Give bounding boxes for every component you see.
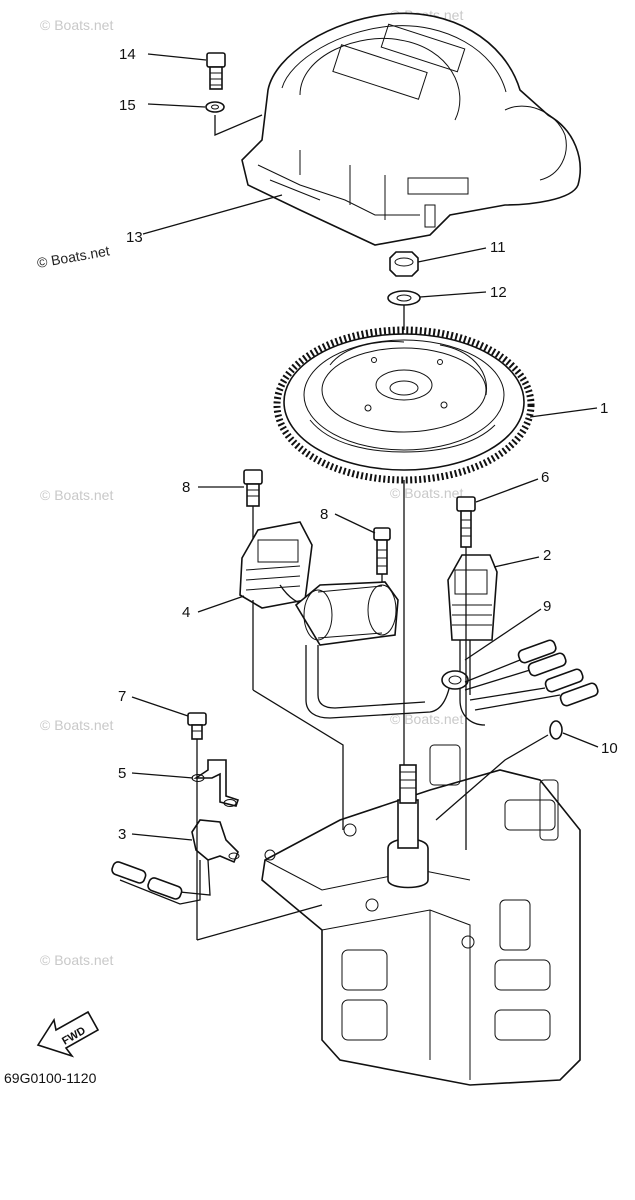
- clamp-9: [441, 670, 469, 690]
- washer-12: [387, 290, 421, 306]
- callout-11: 11: [490, 239, 506, 256]
- callout-13: 13: [126, 229, 143, 246]
- catalog-code: 69G0100-1120: [4, 1070, 97, 1086]
- callout-8-left: 8: [182, 479, 190, 496]
- watermark: © Boats.net: [390, 711, 463, 727]
- screw-7: [187, 712, 207, 740]
- watermark: © Boats.net: [36, 242, 111, 271]
- watermark: © Boats.net: [40, 952, 113, 968]
- lighting-coil: [294, 581, 399, 646]
- callout-10: 10: [601, 740, 618, 757]
- nut-11: [389, 251, 419, 277]
- callout-5: 5: [118, 765, 126, 782]
- switch-3: [191, 819, 240, 864]
- callout-9: 9: [543, 598, 551, 615]
- charge-coil-4: [239, 521, 313, 609]
- bracket-5: [191, 759, 240, 807]
- watermark: © Boats.net: [40, 717, 113, 733]
- callout-8-right: 8: [320, 506, 328, 523]
- washer-15: [205, 101, 225, 113]
- powerhead-block: [261, 744, 581, 1086]
- callout-labels: 14 15 13 11 12 1 8 8 6 2 4 9 7 10 5 3: [118, 46, 618, 843]
- watermark: © Boats.net: [390, 485, 463, 501]
- callout-7: 7: [118, 688, 126, 705]
- bolt-8-left: [243, 469, 263, 507]
- callout-14: 14: [119, 46, 136, 63]
- callout-6: 6: [541, 469, 549, 486]
- callout-2: 2: [543, 547, 551, 564]
- flywheel-1: [273, 326, 535, 484]
- leader-lines: [131, 53, 599, 841]
- pulser-coil-2: [447, 547, 498, 641]
- grommet-10: [549, 720, 563, 740]
- wire-leads: [464, 639, 599, 711]
- watermark: © Boats.net: [40, 487, 113, 503]
- callout-15: 15: [119, 97, 136, 114]
- callout-3: 3: [118, 826, 126, 843]
- callout-1: 1: [600, 400, 608, 417]
- callout-4: 4: [182, 604, 190, 621]
- bolt-14: [206, 52, 226, 90]
- flywheel-cover-13: [241, 12, 581, 246]
- callout-12: 12: [490, 284, 507, 301]
- bolt-8-right: [373, 527, 391, 575]
- bolt-6: [456, 496, 476, 548]
- fwd-arrow: FWD: [36, 1010, 100, 1058]
- watermark: © Boats.net: [40, 17, 113, 33]
